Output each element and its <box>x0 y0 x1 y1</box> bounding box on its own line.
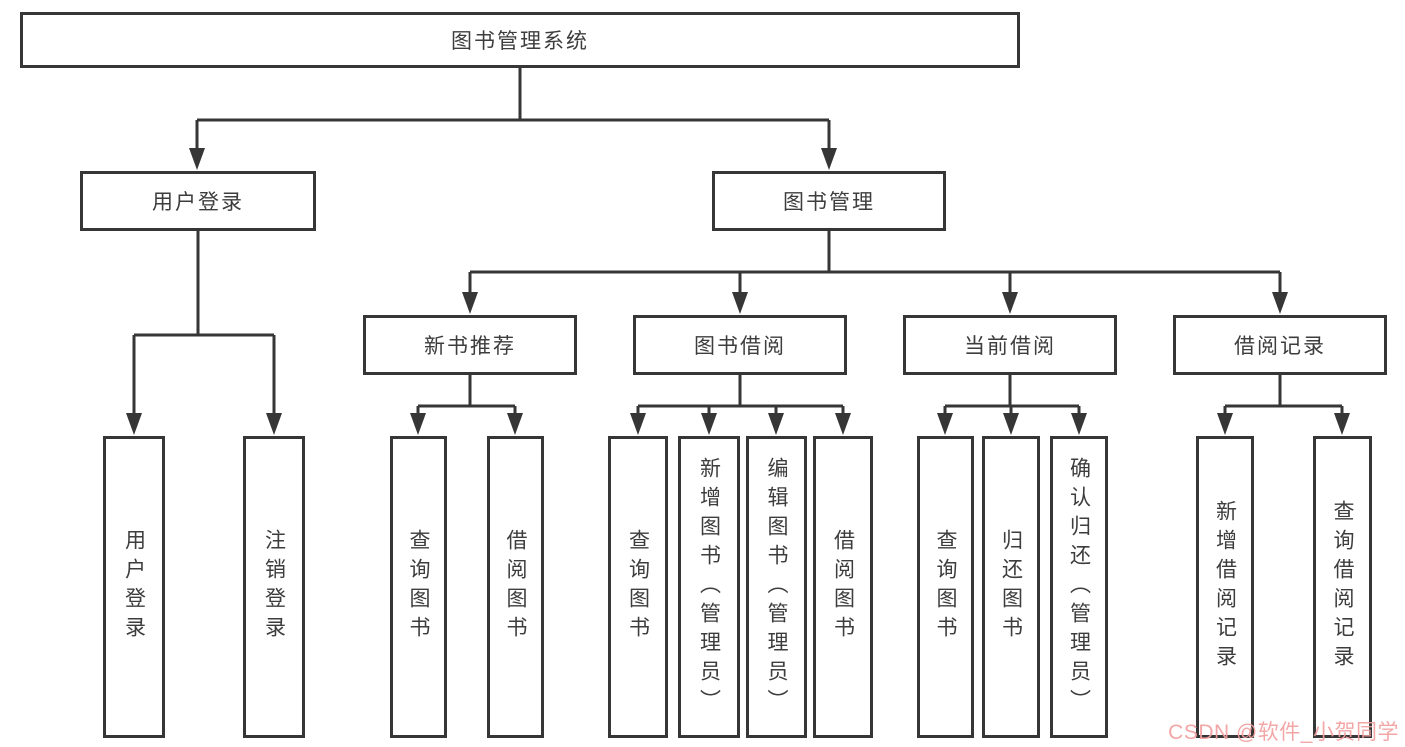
leaf-borrow-books-recommend: 借阅图书 <box>487 436 544 738</box>
node-current-borrowing: 当前借阅 <box>903 315 1117 375</box>
leaf-return-books: 归还图书 <box>982 436 1040 738</box>
leaf-edit-books-admin: 编辑图书（管理员） <box>746 436 807 738</box>
node-book-management: 图书管理 <box>712 171 946 231</box>
leaf-query-books-recommend: 查询图书 <box>390 436 447 738</box>
leaf-query-books-borrowing: 查询图书 <box>608 436 668 738</box>
leaf-borrow-books-borrowing: 借阅图书 <box>813 436 873 738</box>
leaf-query-borrow-record: 查询借阅记录 <box>1313 436 1372 738</box>
leaf-query-books-current: 查询图书 <box>917 436 974 738</box>
node-user-login: 用户登录 <box>80 171 316 231</box>
node-new-book-recommend: 新书推荐 <box>363 315 577 375</box>
leaf-confirm-return-admin: 确认归还（管理员） <box>1050 436 1108 738</box>
node-root: 图书管理系统 <box>20 12 1020 68</box>
leaf-add-borrow-record: 新增借阅记录 <box>1196 436 1254 738</box>
csdn-watermark: CSDN @软件_小贺同学 <box>1168 721 1399 744</box>
node-book-borrowing: 图书借阅 <box>633 315 847 375</box>
leaf-user-login: 用户登录 <box>103 436 165 738</box>
leaf-logout-login: 注销登录 <box>243 436 305 738</box>
node-borrowing-records: 借阅记录 <box>1173 315 1387 375</box>
leaf-add-books-admin: 新增图书（管理员） <box>678 436 740 738</box>
